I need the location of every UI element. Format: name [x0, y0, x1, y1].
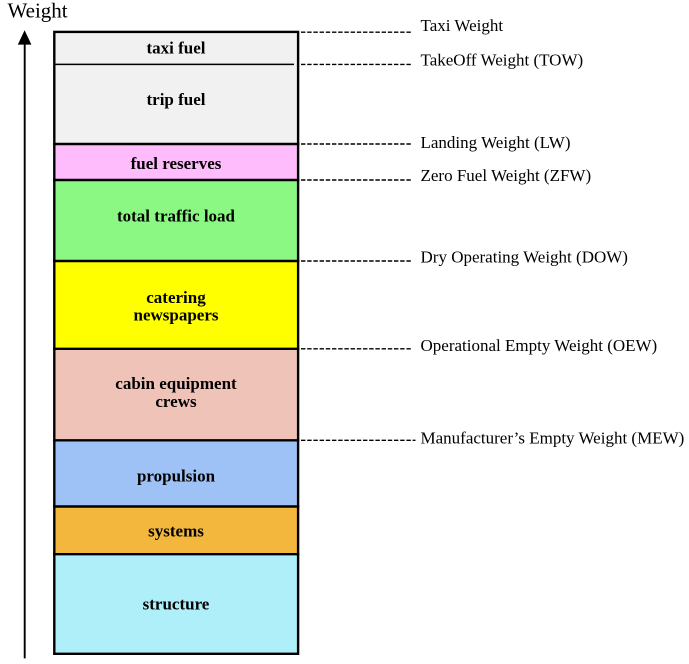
svg-text:total traffic load: total traffic load — [117, 207, 236, 226]
svg-text:catering: catering — [146, 288, 206, 307]
svg-text:trip fuel: trip fuel — [146, 90, 205, 109]
svg-text:systems: systems — [148, 522, 204, 541]
svg-text:fuel reserves: fuel reserves — [131, 154, 222, 173]
svg-text:Dry Operating Weight (DOW): Dry Operating Weight (DOW) — [421, 248, 628, 267]
svg-text:Landing Weight (LW): Landing Weight (LW) — [421, 133, 571, 152]
svg-text:Weight: Weight — [8, 0, 68, 22]
svg-text:taxi fuel: taxi fuel — [146, 39, 205, 58]
svg-text:Taxi Weight: Taxi Weight — [421, 16, 504, 35]
svg-text:cabin equipment: cabin equipment — [115, 374, 237, 393]
svg-text:Zero Fuel Weight (ZFW): Zero Fuel Weight (ZFW) — [421, 166, 592, 185]
svg-text:newspapers: newspapers — [133, 306, 218, 325]
svg-text:propulsion: propulsion — [137, 467, 216, 486]
svg-text:crews: crews — [155, 392, 197, 411]
svg-text:structure: structure — [143, 595, 210, 614]
svg-text:Manufacturer’s Empty Weight (M: Manufacturer’s Empty Weight (MEW) — [421, 429, 685, 448]
svg-text:Operational Empty Weight (OEW): Operational Empty Weight (OEW) — [421, 336, 658, 355]
svg-text:TakeOff Weight (TOW): TakeOff Weight (TOW) — [421, 50, 584, 69]
